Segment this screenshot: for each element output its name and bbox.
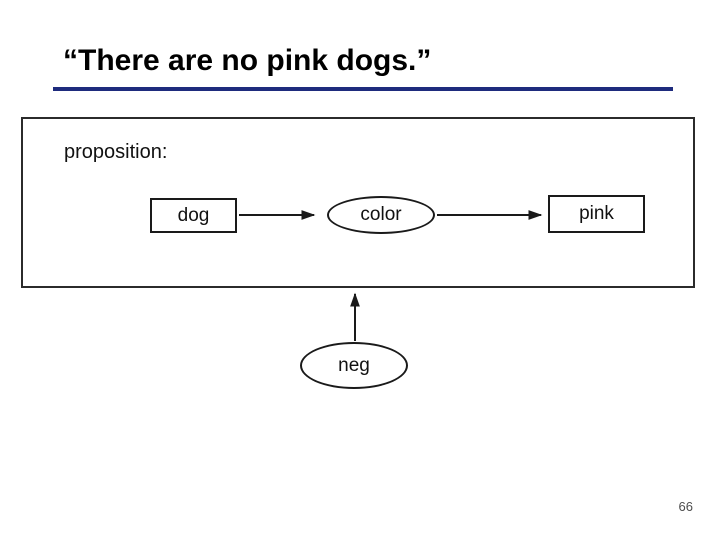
node-dog: dog bbox=[150, 198, 237, 233]
page-number: 66 bbox=[678, 499, 693, 514]
node-pink: pink bbox=[548, 195, 645, 233]
title-underline-rule bbox=[53, 87, 673, 91]
slide-title: “There are no pink dogs.” bbox=[63, 44, 432, 77]
node-color: color bbox=[327, 196, 435, 234]
node-neg: neg bbox=[300, 342, 408, 389]
node-pink-label: pink bbox=[579, 203, 614, 224]
node-dog-label: dog bbox=[177, 204, 210, 226]
node-neg-label: neg bbox=[338, 354, 370, 376]
proposition-label: proposition: bbox=[64, 141, 168, 163]
node-color-label: color bbox=[360, 204, 402, 225]
